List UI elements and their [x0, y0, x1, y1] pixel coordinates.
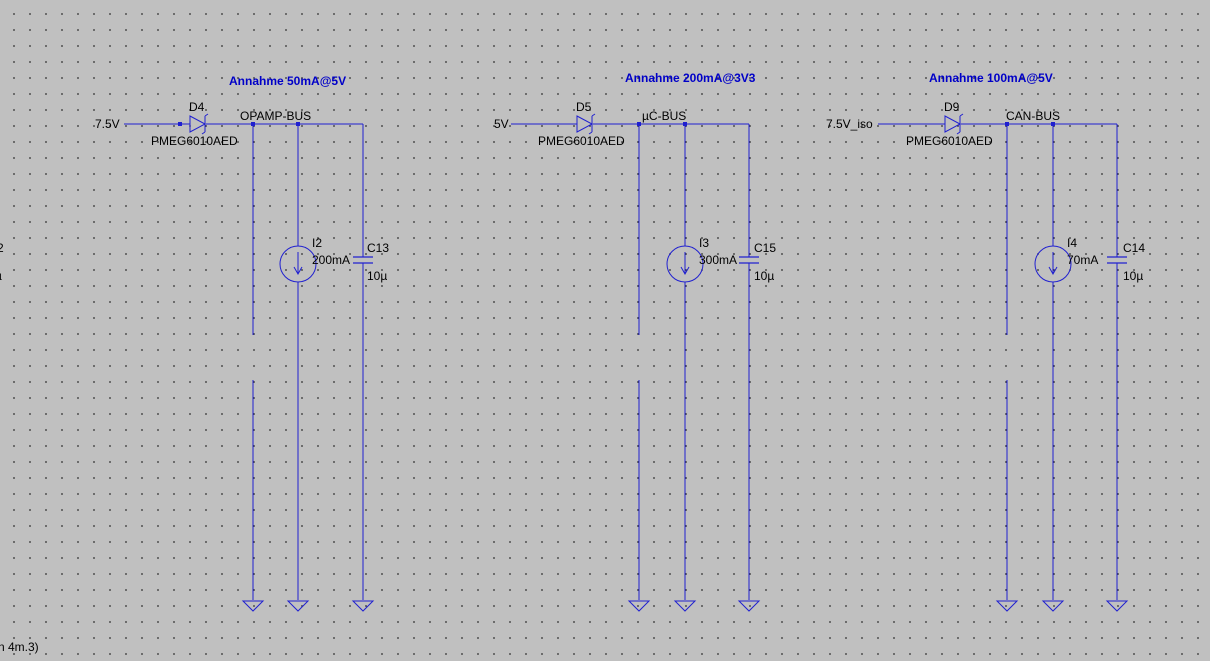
cap-c13-ref[interactable]: C13 — [367, 241, 389, 255]
net-label-input-2[interactable]: 5V — [494, 117, 509, 131]
cap-c14-value[interactable]: 10µ — [1123, 269, 1143, 283]
net-label-input-3[interactable]: 7.5V_iso — [826, 117, 873, 131]
diode-d9-part[interactable]: PMEG6010AED — [906, 134, 993, 148]
diode-d5-part[interactable]: PMEG6010AED — [538, 134, 625, 148]
diode-d4-ref[interactable]: D4 — [189, 100, 205, 114]
current-source-i2-symbol[interactable] — [279, 245, 317, 283]
source-i3-ref[interactable]: I3 — [699, 236, 709, 250]
diode-d4-part[interactable]: PMEG6010AED — [151, 134, 238, 148]
clipped-footer-text: n 4m.3) — [0, 640, 39, 654]
cap-c14-ref[interactable]: C14 — [1123, 241, 1145, 255]
source-i4-value[interactable]: 70mA — [1067, 253, 1098, 267]
net-label-bus-2[interactable]: µC-BUS — [642, 109, 686, 123]
net-label-bus-3[interactable]: CAN-BUS — [1006, 109, 1060, 123]
cap-c15-value[interactable]: 10µ — [754, 269, 774, 283]
clipped-left-label-1: 2 — [0, 241, 4, 255]
source-i4-ref[interactable]: I4 — [1067, 236, 1077, 250]
capacitor-c15-symbol[interactable] — [739, 256, 759, 264]
cap-c15-ref[interactable]: C15 — [754, 241, 776, 255]
junction-dots — [178, 122, 1055, 126]
diode-d5-symbol[interactable] — [576, 113, 596, 135]
cap-c13-value[interactable]: 10µ — [367, 269, 387, 283]
annotation-block-2[interactable]: Annahme 200mA@3V3 — [625, 71, 756, 85]
capacitor-c14-symbol[interactable] — [1107, 256, 1127, 264]
annotation-block-3[interactable]: Annahme 100mA@5V — [929, 71, 1053, 85]
current-source-i4-symbol[interactable] — [1034, 245, 1072, 283]
diode-d5-ref[interactable]: D5 — [576, 100, 592, 114]
source-i2-ref[interactable]: I2 — [312, 236, 322, 250]
current-source-i3-symbol[interactable] — [666, 245, 704, 283]
net-label-bus-1[interactable]: OPAMP-BUS — [240, 109, 311, 123]
wires — [124, 123, 1118, 600]
clipped-left-label-2: µ — [0, 269, 2, 283]
capacitor-c13-symbol[interactable] — [353, 256, 373, 264]
annotation-block-1[interactable]: Annahme 50mA@5V — [229, 74, 346, 88]
diode-d9-symbol[interactable] — [944, 113, 964, 135]
diode-d9-ref[interactable]: D9 — [944, 100, 960, 114]
source-i2-value[interactable]: 200mA — [312, 253, 350, 267]
ground-symbols — [241, 600, 1129, 612]
net-label-input-1[interactable]: 7.5V — [95, 117, 120, 131]
diode-d4-symbol[interactable] — [189, 113, 209, 135]
source-i3-value[interactable]: 300mA — [699, 253, 737, 267]
